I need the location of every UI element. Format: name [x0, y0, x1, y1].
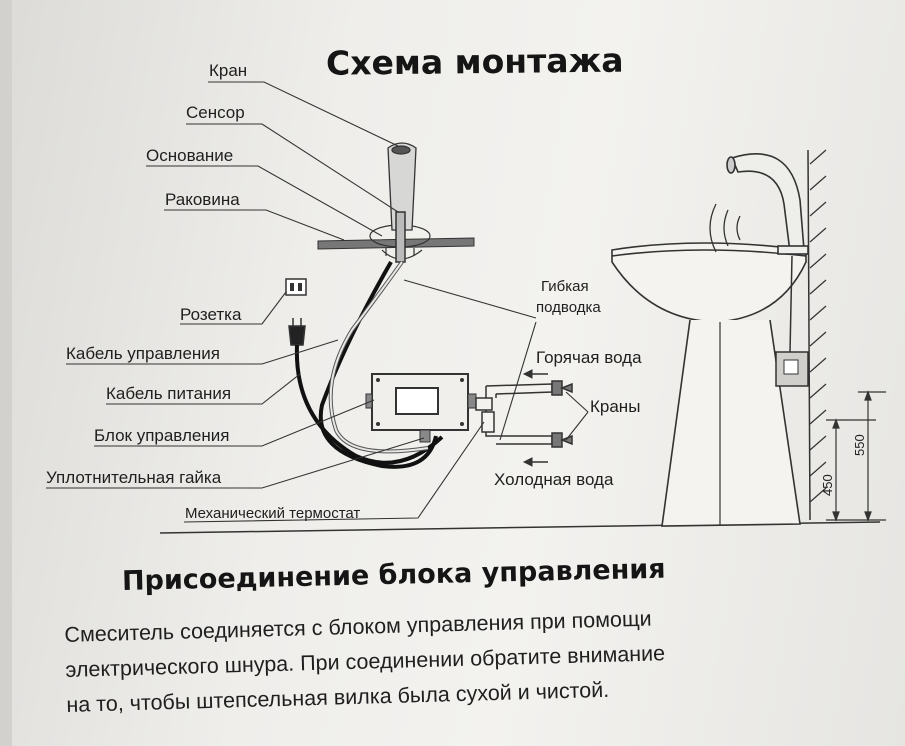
wall-control-box: [775, 351, 809, 387]
label-sink: Раковина: [165, 190, 240, 209]
cold-valve: [551, 432, 573, 448]
power-plug: [288, 318, 306, 346]
dimension-lines: [826, 390, 886, 522]
label-power-cable: Кабель питания: [106, 384, 231, 403]
label-control-unit: Блок управления: [94, 426, 229, 445]
control-box: [365, 373, 477, 443]
diagram-title: Схема монтажа: [326, 41, 624, 83]
faucet-stem: [395, 211, 406, 263]
faucet-body: [387, 142, 417, 231]
dimension-450: 450: [820, 474, 835, 496]
pedestal: [661, 319, 801, 527]
wall-faucet: [726, 153, 809, 255]
label-flexible-hose-2: подводка: [536, 299, 601, 316]
wash-basin: [611, 242, 807, 323]
label-hot-water: Горячая вода: [536, 348, 642, 367]
label-flexible-hose-1: Гибкая: [541, 278, 589, 295]
hot-valve: [551, 380, 573, 396]
label-valves: Краны: [590, 397, 640, 416]
wall: [807, 149, 827, 521]
label-control-cable: Кабель управления: [66, 344, 220, 363]
body-paragraph: Смеситель соединяется с блоком управлени…: [64, 595, 887, 723]
label-socket: Розетка: [180, 305, 242, 324]
power-cable: [294, 344, 444, 465]
label-cold-water: Холодная вода: [494, 470, 614, 489]
leader-lines: [46, 81, 589, 523]
wall-socket: [285, 278, 307, 296]
label-faucet: Кран: [209, 61, 247, 80]
cold-water-arrow: [522, 457, 548, 467]
hot-water-arrow: [522, 369, 548, 379]
dimension-550: 550: [852, 434, 867, 456]
sensor-waves: [709, 203, 741, 253]
installation-diagram: Схема монтажа: [46, 41, 886, 534]
label-thermostat: Механический термостат: [185, 505, 360, 522]
label-sensor: Сенсор: [186, 103, 245, 122]
label-base: Основание: [146, 146, 233, 165]
label-sealing-nut: Уплотнительная гайка: [46, 468, 222, 487]
